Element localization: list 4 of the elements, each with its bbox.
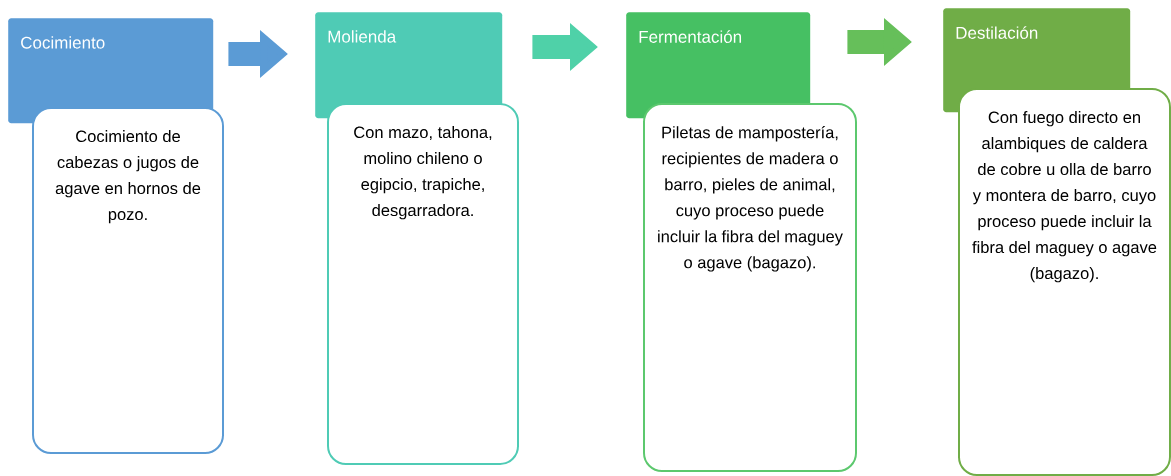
description-box: Con fuego directo en alambiques de caldera de cobre u olla de barro y montera de barro, cuyo proceso puede incluir la fibra del maguey o agave (bagazo). (958, 88, 1171, 476)
description-box: Piletas de mampostería, recipientes de madera o barro, pieles de animal, cuyo proceso puede incluir la fibra del maguey o agave (bagazo). (643, 103, 857, 472)
description-box: Con mazo, tahona, molino chileno o egipcio, trapiche, desgarradora. (327, 103, 519, 465)
description-box: Cocimiento de cabezas o jugos de agave en hornos de pozo. (32, 107, 224, 454)
